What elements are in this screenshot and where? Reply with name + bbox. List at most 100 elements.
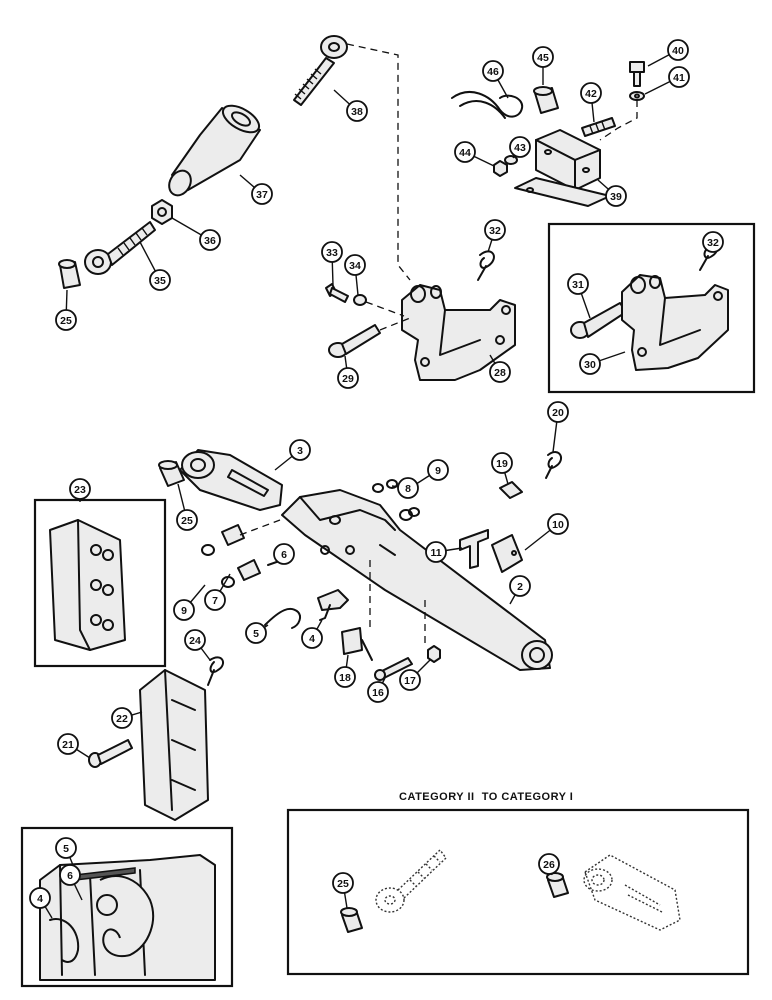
callout-circle — [454, 141, 476, 163]
callout-21: 21 — [57, 733, 91, 759]
callout-number: 42 — [585, 88, 597, 100]
swivel-3 — [179, 449, 283, 511]
retainer-clip-46 — [451, 91, 524, 119]
bolt-16 — [374, 657, 413, 681]
callout-number: 25 — [60, 315, 72, 327]
plate-19 — [499, 481, 523, 499]
callout-number: 2 — [517, 581, 523, 593]
handle-18 — [341, 627, 373, 661]
callout-circle — [667, 39, 689, 61]
nut-17 — [427, 645, 441, 663]
bushing-25-mid — [158, 460, 185, 487]
callout-32: 32 — [484, 219, 506, 253]
callout-10: 10 — [524, 513, 569, 551]
callout-circle — [482, 60, 504, 82]
callout-number: 5 — [63, 843, 69, 855]
turnbuckle-sleeve-37 — [168, 104, 261, 197]
callout-20: 20 — [547, 401, 569, 453]
alignment-line-pins — [239, 519, 281, 536]
callout-9: 9 — [409, 459, 449, 489]
callout-circle — [55, 837, 77, 859]
callout-circle — [425, 541, 447, 563]
callout-44: 44 — [454, 141, 495, 167]
callout-circle — [176, 509, 198, 531]
callout-circle — [538, 853, 560, 875]
inset-caption: CATEGORY II TO CATEGORY I — [399, 791, 573, 803]
callout-19: 19 — [491, 452, 513, 485]
callout-number: 25 — [181, 515, 193, 527]
alignment-line-38-to-28 — [346, 43, 411, 281]
callout-number: 36 — [204, 235, 216, 247]
ghost-eye-bolt — [375, 848, 447, 913]
bolt-33 — [325, 283, 349, 303]
alignment-line-bolt-33 — [365, 301, 405, 317]
callout-5: 5 — [245, 622, 269, 644]
ballast-weight-22 — [139, 669, 209, 821]
callout-25: 25 — [332, 872, 354, 909]
pin-29 — [328, 324, 381, 358]
latch-detail — [39, 854, 216, 981]
alignment-line-40-to-39 — [599, 100, 638, 141]
callout-circle — [489, 361, 511, 383]
callout-46: 46 — [482, 60, 509, 99]
callout-18: 18 — [334, 654, 356, 688]
bolt-40 — [629, 61, 645, 87]
callout-24: 24 — [184, 629, 211, 661]
callout-circle — [509, 136, 531, 158]
callout-number: 34 — [349, 260, 361, 272]
callout-circle — [427, 459, 449, 481]
callout-number: 31 — [572, 279, 584, 291]
wedge-10 — [491, 534, 523, 573]
callout-circle — [301, 627, 323, 649]
callout-32: 32 — [702, 231, 724, 253]
callout-number: 18 — [339, 672, 351, 684]
callout-43: 43 — [509, 136, 531, 159]
callout-25: 25 — [176, 483, 198, 531]
callout-circle — [547, 401, 569, 423]
callout-circle — [111, 707, 133, 729]
callout-31: 31 — [567, 273, 591, 319]
callout-circle — [204, 589, 226, 611]
callout-circle — [289, 439, 311, 461]
callout-number: 30 — [584, 359, 596, 371]
inset-box-bracket-30 — [547, 222, 756, 394]
callout-6: 6 — [59, 864, 83, 901]
bracket-30 — [621, 274, 729, 371]
spring-5 — [264, 607, 301, 629]
callout-circle — [509, 575, 531, 597]
callout-number: 22 — [116, 713, 128, 725]
callout-28: 28 — [489, 354, 511, 383]
callout-39: 39 — [597, 179, 627, 207]
callout-number: 38 — [351, 106, 363, 118]
callout-3: 3 — [274, 439, 311, 471]
callout-number: 37 — [256, 189, 268, 201]
callout-number: 28 — [494, 367, 506, 379]
callout-circle — [491, 452, 513, 474]
callout-circle — [532, 46, 554, 68]
ballast-weight-23 — [49, 519, 126, 651]
callout-circle — [59, 864, 81, 886]
callout-29: 29 — [337, 355, 359, 389]
callout-number: 8 — [405, 483, 411, 495]
tee-11 — [459, 529, 489, 569]
callout-circle — [321, 241, 343, 263]
callout-circle — [173, 599, 195, 621]
callout-number: 19 — [496, 458, 508, 470]
latch-4 — [317, 589, 349, 621]
callout-circle — [605, 185, 627, 207]
callout-number: 21 — [62, 739, 74, 751]
bracket-39 — [514, 129, 611, 207]
alignment-line-pin-29 — [379, 317, 411, 331]
callout-circle — [251, 183, 273, 205]
eye-bolt-35 — [84, 221, 156, 275]
callout-7: 7 — [204, 573, 231, 611]
callout-number: 3 — [297, 445, 303, 457]
callout-circle — [547, 513, 569, 535]
rings-8-9-top — [372, 479, 420, 521]
callout-number: 7 — [212, 595, 218, 607]
callout-number: 17 — [404, 675, 416, 687]
callout-number: 10 — [552, 519, 564, 531]
callout-4: 4 — [301, 619, 323, 649]
callout-circle — [484, 219, 506, 241]
callout-number: 43 — [514, 142, 526, 154]
